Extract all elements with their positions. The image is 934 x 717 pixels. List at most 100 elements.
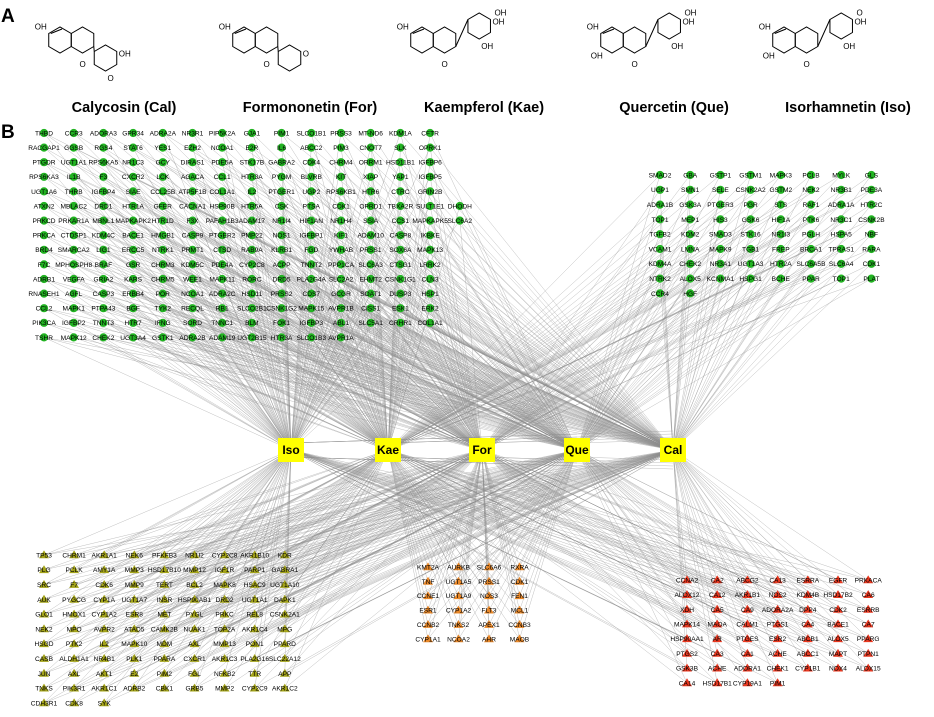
gene-marker xyxy=(99,304,108,313)
gene-node: PRKC xyxy=(215,609,234,619)
gene-node: PIM2 xyxy=(157,668,172,678)
gene-label: HMGB1 xyxy=(151,233,175,240)
gene-label: MMP12 xyxy=(183,567,206,574)
gene-marker xyxy=(742,648,753,657)
gene-label: KMT2A xyxy=(417,564,440,571)
gene-label: CASP8 xyxy=(390,233,412,240)
gene-marker xyxy=(396,274,405,284)
gene-node: SRC xyxy=(37,580,51,589)
gene-marker xyxy=(366,201,375,211)
gene-marker xyxy=(99,333,108,342)
gene-label: PRSS1 xyxy=(478,579,500,586)
gene-marker xyxy=(189,594,200,603)
gene-label: HTR2A xyxy=(770,261,792,268)
gene-label: CA7 xyxy=(862,622,875,629)
gene-node: SLC6A2 xyxy=(448,216,472,225)
gene-label: DRD1 xyxy=(94,203,112,210)
gene-label: CCNB3 xyxy=(508,622,531,629)
gene-node: CHEK2 xyxy=(679,259,702,268)
hub-cal: Cal xyxy=(660,438,686,462)
gene-marker xyxy=(277,172,286,181)
gene-marker xyxy=(712,634,723,643)
gene-marker xyxy=(396,318,405,327)
gene-label: PYGM xyxy=(272,174,291,181)
gene-marker xyxy=(742,678,753,687)
gene-node: AKR1C3 xyxy=(212,654,238,663)
gene-node: NOS2 xyxy=(769,590,787,599)
gene-marker xyxy=(218,216,227,225)
atom-label: OH xyxy=(35,23,47,32)
gene-label: ADORA1 xyxy=(734,666,761,673)
gene-marker xyxy=(863,590,874,598)
gene-node: MMP2 xyxy=(215,683,234,693)
gene-label: RAB9A xyxy=(241,247,263,254)
gene-label: ESRRB xyxy=(857,607,880,614)
gene-marker xyxy=(189,683,200,692)
gene-marker xyxy=(158,143,167,152)
gene-label: PON1 xyxy=(246,641,264,648)
gene-label: GGSB xyxy=(64,145,84,152)
gene-node: GSK6 xyxy=(742,215,760,224)
gene-marker xyxy=(277,289,286,298)
gene-label: SLCO1B3 xyxy=(296,335,326,342)
gene-marker xyxy=(188,187,197,196)
gene-label: TNNT3 xyxy=(93,320,115,327)
gene-label: EZH2 xyxy=(184,145,201,152)
gene-label: HTR7 xyxy=(124,320,142,327)
gene-label: CHRM5 xyxy=(151,276,175,283)
gene-node: CDK1 xyxy=(332,201,350,210)
gene-marker xyxy=(837,215,846,224)
gene-marker xyxy=(159,683,170,692)
gene-label: SOAT1 xyxy=(360,291,381,298)
gene-node: CCR4 xyxy=(651,289,669,298)
gene-node: CA7 xyxy=(862,619,875,629)
gene-node: PYGM xyxy=(272,172,291,181)
gene-node: ERCC5 xyxy=(122,245,145,254)
gene-marker xyxy=(99,550,110,559)
gene-node: CDK8 xyxy=(65,698,83,707)
gene-marker xyxy=(867,230,876,239)
gene-node: DRD2 xyxy=(216,594,234,604)
gene-node: HSGD xyxy=(34,639,54,648)
gene-marker xyxy=(366,289,375,298)
gene-label: UGP1 xyxy=(651,187,669,194)
gene-marker xyxy=(806,170,816,180)
gene-node: HSD11 xyxy=(242,289,263,298)
gene-node: TNNT3 xyxy=(93,318,115,327)
gene-node: NCOA2 xyxy=(447,634,470,643)
gene-label: OPRK1 xyxy=(419,145,442,152)
gene-node: CYP1A2 xyxy=(92,609,117,619)
gene-node: APP xyxy=(278,668,292,678)
gene-marker xyxy=(655,170,665,180)
gene-marker xyxy=(742,619,753,628)
gene-marker xyxy=(867,274,876,283)
gene-label: HSGD xyxy=(34,641,53,648)
gene-label: AUK xyxy=(37,597,51,604)
gene-node: CBK1 xyxy=(156,683,173,693)
gene-marker xyxy=(219,639,230,648)
gene-marker xyxy=(39,304,49,313)
gene-label: DRD2 xyxy=(216,597,234,604)
gene-label: PRSS1 xyxy=(360,247,382,254)
gene-marker xyxy=(99,274,108,284)
gene-node: OPRD1 xyxy=(359,201,382,211)
gene-node: MAOA xyxy=(707,619,728,629)
gene-node: ERK2 xyxy=(421,304,439,313)
gene-node: PPP1CA xyxy=(328,260,355,269)
gene-marker xyxy=(159,624,170,633)
gene-label: PCLB xyxy=(802,172,820,179)
gene-marker xyxy=(746,185,755,194)
gene-marker xyxy=(655,259,665,268)
gene-label: ACHE xyxy=(708,666,727,673)
gene-marker xyxy=(307,245,316,254)
gene-marker xyxy=(772,590,783,598)
gene-marker xyxy=(189,654,200,662)
gene-marker xyxy=(247,245,256,254)
gene-marker xyxy=(514,634,525,643)
gene-label: PRSS3 xyxy=(330,130,352,137)
gene-label: MAPK14 xyxy=(674,622,700,629)
gene-marker xyxy=(69,683,80,692)
gene-node: CSNK2A2 xyxy=(736,185,766,194)
gene-marker xyxy=(455,216,464,225)
